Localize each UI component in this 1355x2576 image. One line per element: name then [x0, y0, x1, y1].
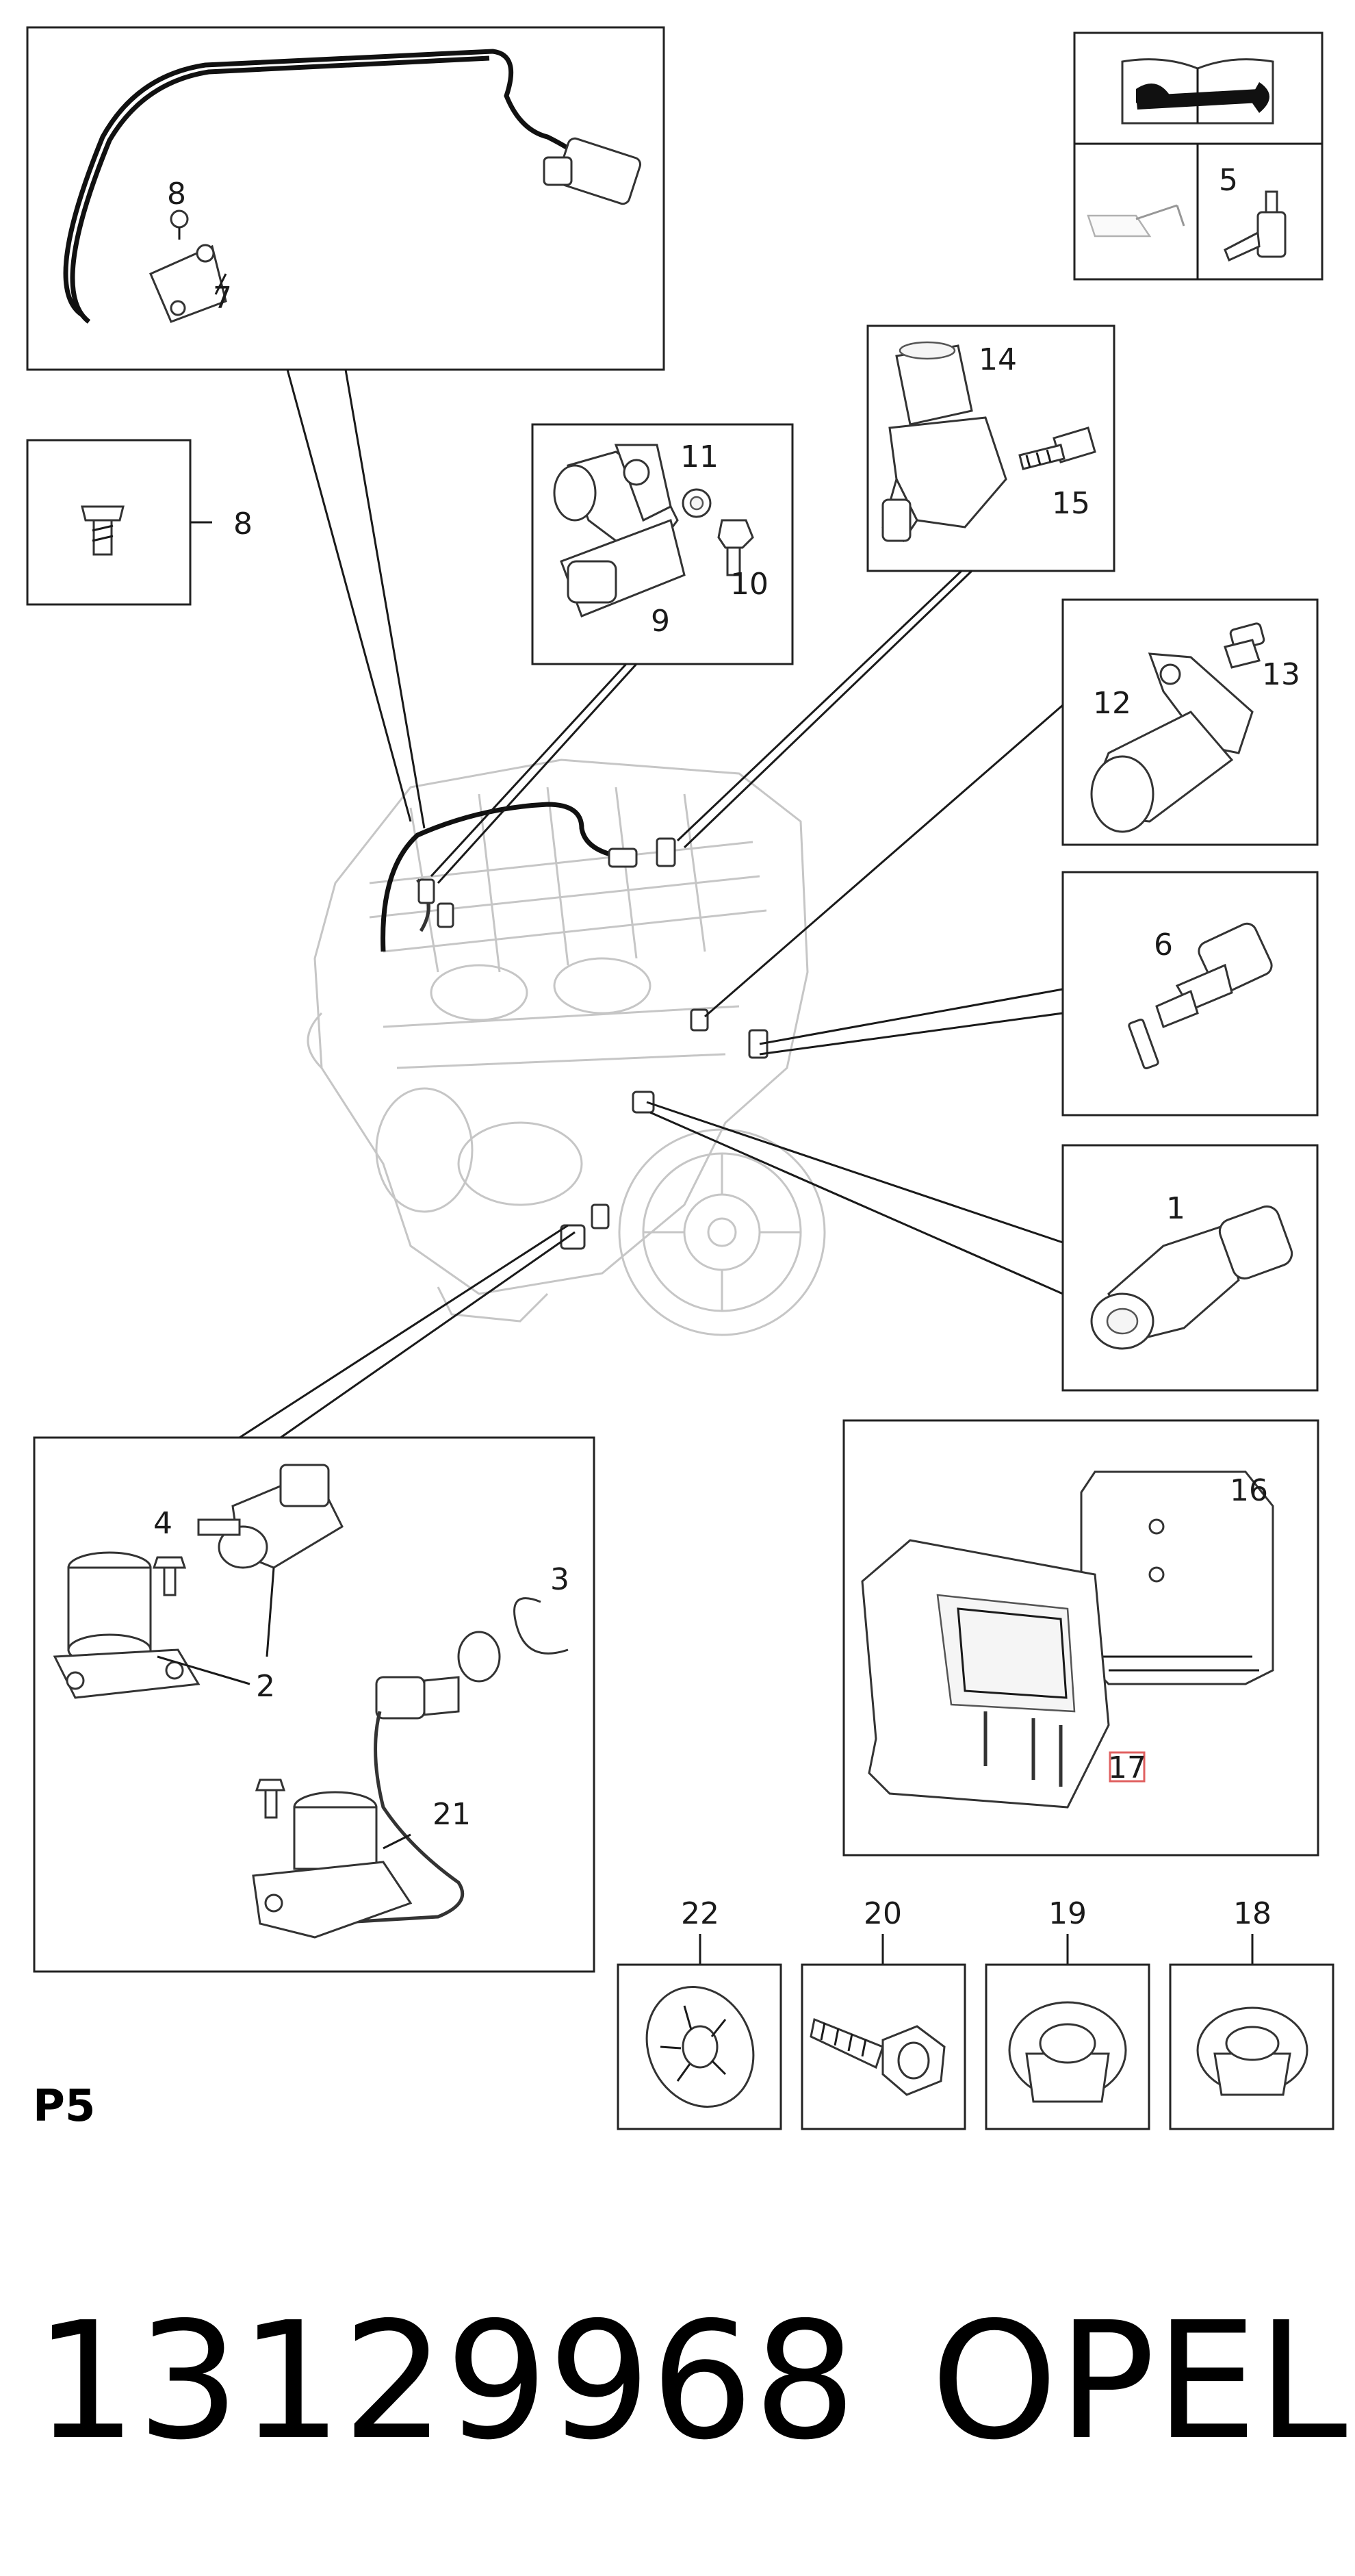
callout-9: 9 [651, 604, 670, 639]
callout-16: 16 [1230, 1473, 1268, 1508]
engine-assembly [307, 758, 826, 1336]
callout-19: 19 [1048, 1896, 1087, 1931]
manual-wrench-icon [1121, 58, 1274, 125]
callout-2: 2 [256, 1669, 275, 1704]
section-label: P5 [33, 2081, 95, 2132]
callout-14: 14 [979, 342, 1017, 377]
brand-name: OPEL [931, 2287, 1347, 2475]
callout-5: 5 [1219, 163, 1238, 198]
oil-can-icon [1087, 204, 1185, 238]
callout-12: 12 [1093, 686, 1131, 721]
callout-22: 22 [681, 1896, 719, 1931]
part-number: 13129968 [34, 2287, 856, 2475]
box-harness [26, 26, 665, 371]
callout-17-highlight [1109, 1751, 1146, 1783]
callout-17: 17 [1108, 1750, 1146, 1785]
callout-18: 18 [1233, 1896, 1272, 1931]
callout-8: 8 [233, 507, 253, 541]
callout-10: 10 [730, 567, 769, 602]
callout-1: 1 [1166, 1191, 1185, 1226]
callout-7: 7 [213, 281, 232, 316]
callout-21: 21 [433, 1797, 471, 1832]
callout-11: 11 [680, 439, 719, 474]
harness-cable [63, 49, 584, 317]
callout-15: 15 [1052, 486, 1090, 521]
engine-harness [380, 802, 617, 952]
callout-20: 20 [864, 1896, 902, 1931]
callout-3: 3 [550, 1562, 569, 1597]
callout-4: 4 [153, 1506, 172, 1541]
callout-6: 6 [1154, 928, 1173, 962]
callout-13: 13 [1262, 657, 1300, 692]
sensor-probe-icon [1224, 190, 1287, 262]
callout-8-top: 8 [167, 177, 186, 212]
